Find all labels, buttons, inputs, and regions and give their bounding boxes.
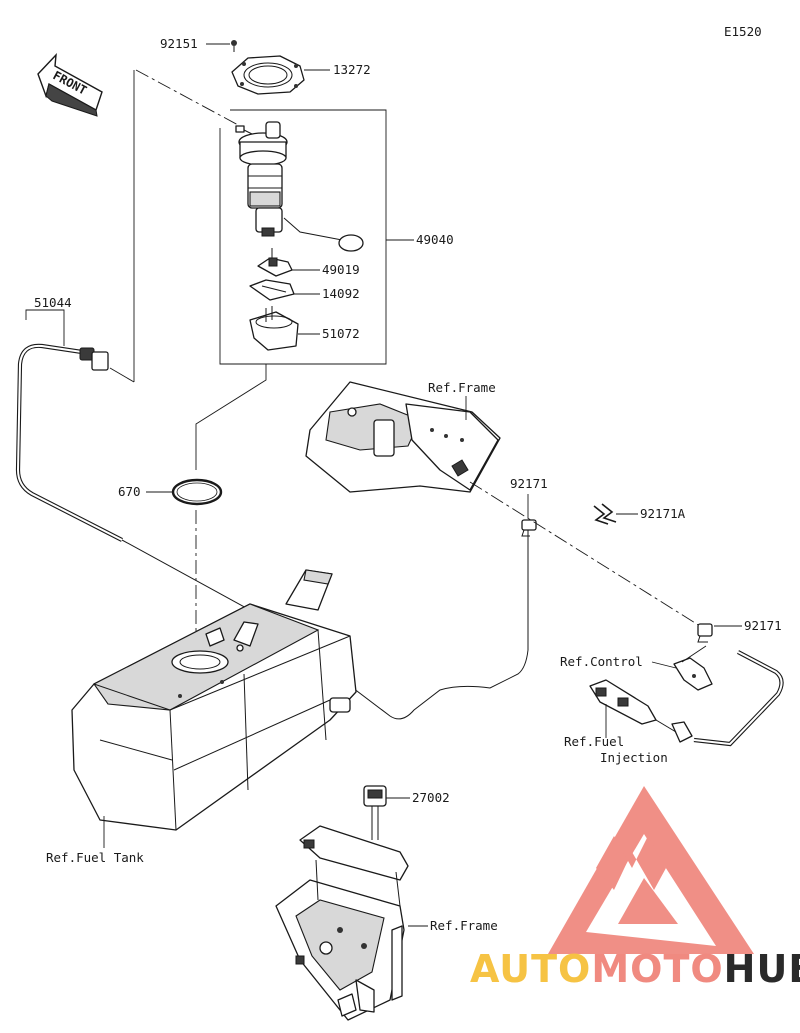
retainer-plate-13272 <box>231 55 305 95</box>
clip-92171A <box>593 503 617 525</box>
frame-lower <box>275 825 409 1021</box>
automotohub-watermark-logo <box>548 786 754 954</box>
cup-51072 <box>249 306 299 351</box>
callout-51044: 51044 <box>34 295 72 310</box>
control-bracket <box>673 657 713 691</box>
clamp-92171-upper <box>521 519 537 537</box>
frame-upper <box>305 381 501 493</box>
callout-13272: 13272 <box>333 62 371 77</box>
ref-fuel-injection-2: Injection <box>600 750 668 765</box>
plate-14092 <box>249 279 295 301</box>
fuel-injection-rail <box>589 679 693 743</box>
sensor-27002 <box>363 785 387 840</box>
callout-92171-lower: 92171 <box>744 618 782 633</box>
callout-49040: 49040 <box>416 232 454 247</box>
fuel-tank <box>71 569 357 831</box>
callout-51072: 51072 <box>322 326 360 341</box>
callout-14092: 14092 <box>322 286 360 301</box>
filter-49019 <box>257 248 293 277</box>
clamp-92171-lower <box>697 623 713 643</box>
diagram-code: E1520 <box>724 24 762 39</box>
callout-92171-upper: 92171 <box>510 476 548 491</box>
ref-control: Ref.Control <box>560 654 643 669</box>
watermark-text: AUTOMOTOHUB <box>470 947 800 991</box>
fuel-hose-51044 <box>15 343 123 542</box>
ref-frame-upper: Ref.Frame <box>428 380 496 395</box>
callout-49019: 49019 <box>322 262 360 277</box>
o-ring-670 <box>171 478 223 506</box>
ref-fuel-injection-1: Ref.Fuel <box>564 734 624 749</box>
watermark-auto: AUTO <box>470 947 591 991</box>
screw-92151 <box>206 40 237 52</box>
callout-27002: 27002 <box>412 790 450 805</box>
ref-fuel-tank: Ref.Fuel Tank <box>46 850 144 865</box>
fuel-pump-assembly <box>235 121 364 252</box>
watermark-hub: HUB <box>724 947 800 991</box>
ref-frame-lower: Ref.Frame <box>430 918 498 933</box>
front-arrow-icon: FRONT <box>37 53 103 117</box>
callout-670: 670 <box>118 484 141 499</box>
callout-92171A: 92171A <box>640 506 686 521</box>
watermark-moto: MOTO <box>591 947 723 991</box>
callout-92151: 92151 <box>160 36 198 51</box>
